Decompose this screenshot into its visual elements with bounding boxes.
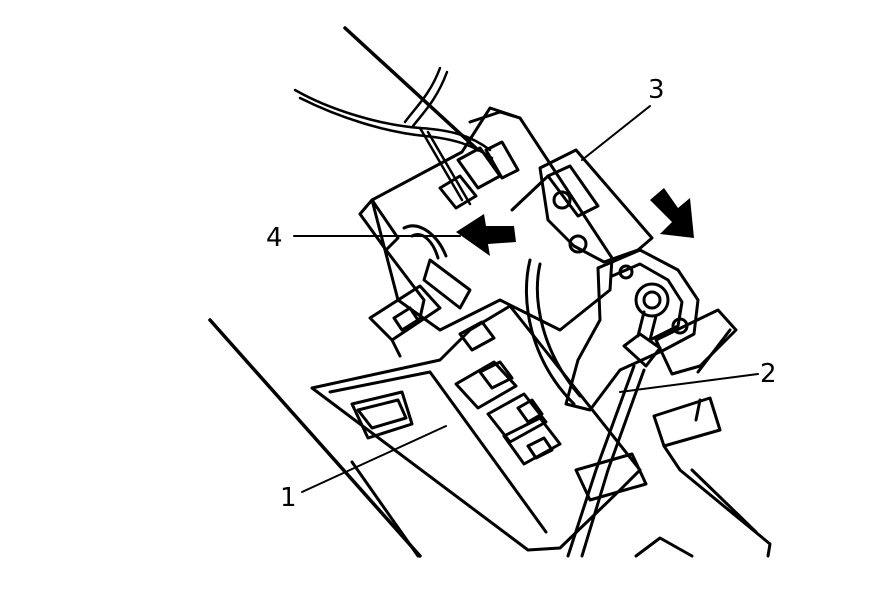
wire-harness [293,66,494,206]
callout-label-2: 2 [760,359,777,389]
actuator-cable [566,310,662,558]
connector-tab [368,284,442,358]
callout-labels: 1 2 3 4 [266,75,777,513]
leader-1 [301,425,447,493]
switch-assembly [454,320,648,502]
arrow-left-icon [456,214,516,256]
side-rail [634,308,772,558]
callout-leaders [293,105,759,493]
door-panel-edges [208,26,480,558]
leader-2 [619,373,759,393]
callout-label-1: 1 [280,483,297,513]
callout-label-3: 3 [648,75,665,105]
callout-label-4: 4 [266,223,283,253]
bracket [510,148,654,264]
latch-housing [358,106,614,332]
arrow-down-right-icon [650,188,694,238]
mounting-plate [310,304,642,552]
leader-3 [581,105,651,161]
direction-arrows [456,188,694,256]
